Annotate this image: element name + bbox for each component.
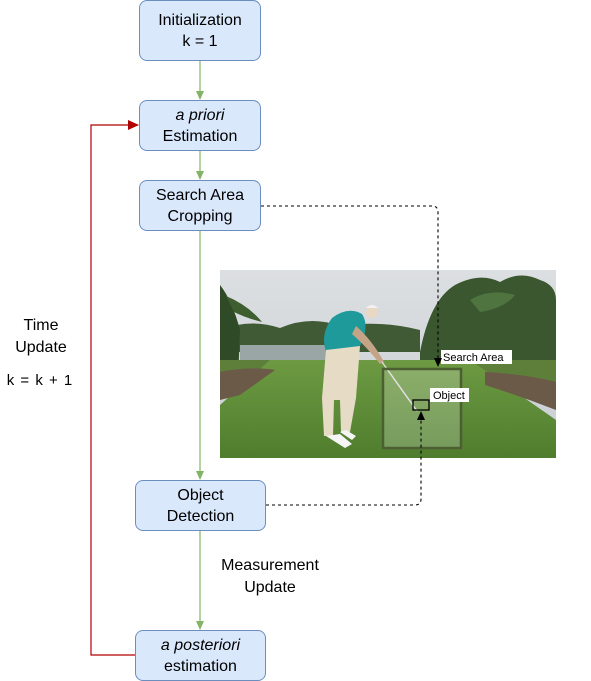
initialization-title: Initialization xyxy=(158,11,242,29)
time-update-loop-arrow xyxy=(90,120,139,656)
measurement-update-line1: Measurement xyxy=(221,557,319,574)
search-area-cropping-node: Search Area Cropping xyxy=(139,180,261,231)
object-label-bg xyxy=(430,388,469,402)
measurement-update-line2: Update xyxy=(244,579,296,596)
golfer-figure xyxy=(322,305,418,448)
a-priori-estimation-node: a priori Estimation xyxy=(139,100,261,151)
object-detection-line1: Object xyxy=(177,486,224,504)
initialization-k: k = 1 xyxy=(182,32,218,50)
time-update-line2: Update xyxy=(15,339,67,356)
measurement-update-label: Measurement Update xyxy=(205,555,335,599)
search-area-label: Search Area xyxy=(443,352,504,364)
golf-photo xyxy=(220,270,556,458)
object-detection-node: Object Detection xyxy=(135,480,266,531)
object-box xyxy=(412,399,430,411)
a-posteriori-estimation-node: a posteriori estimation xyxy=(135,630,266,681)
search-area-overlay xyxy=(381,367,463,450)
dashed-link-detection-to-object xyxy=(266,411,425,506)
time-update-label: Time Update xyxy=(10,315,72,359)
time-update-line1: Time xyxy=(23,317,59,334)
initialization-node: Initialization k = 1 xyxy=(139,0,261,61)
a-priori-estimation-label: Estimation xyxy=(162,127,238,145)
search-area-cropping-line1: Search Area xyxy=(155,186,245,204)
a-posteriori-label: a posteriori xyxy=(160,636,241,654)
search-area-cropping-line2: Cropping xyxy=(167,207,233,225)
a-posteriori-estimation-label: estimation xyxy=(164,657,237,675)
a-priori-label: a priori xyxy=(175,106,225,124)
k-increment-label: k = k + 1 xyxy=(6,372,74,389)
object-label: Object xyxy=(433,390,465,402)
search-area-label-bg xyxy=(441,350,512,364)
dashed-link-crop-to-search-area xyxy=(261,205,442,367)
object-detection-line2: Detection xyxy=(166,507,235,525)
